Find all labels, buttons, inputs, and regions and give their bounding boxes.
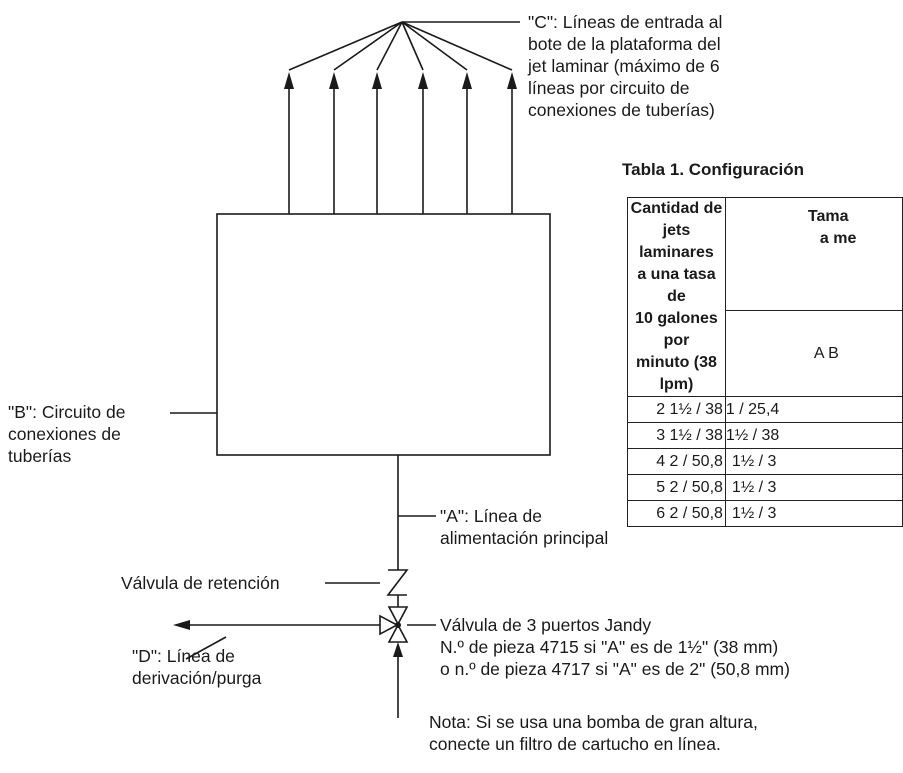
table-row: 5 2 / 50,8 1½ / 3 [627,474,903,501]
table-row: 3 1½ / 38 1½ / 38 [627,422,903,449]
fan-line-1 [288,21,403,71]
valve-center-dot [395,622,401,628]
table-subheader-ab: A B [724,310,903,397]
table-header-jet-count: Cantidad de jets laminares a una tasa de… [627,197,726,397]
check-valve-symbol [386,569,409,596]
table-row: 2 1½ / 38 1 / 25,4 [627,396,903,423]
valve-top-triangle [387,606,409,626]
fan-line-6 [401,21,513,71]
arrow-head-4 [418,72,428,89]
arrow-head-5 [462,72,472,89]
arrow-head-2 [329,72,339,89]
arrow-head-1 [284,72,294,89]
table-row: 6 2 / 50,8 1½ / 3 [627,500,903,527]
label-check-valve: Válvula de retención [121,573,280,593]
label-a-main-line: "A": Línea de alimentación principal [440,506,609,548]
arrow-head-6 [507,72,517,89]
label-b-manifold: "B": Circuito de conexiones de tuberías [8,402,126,466]
table-header-size: Tama a me [724,196,903,312]
label-d-bypass-line: "D": Línea de derivación/purga [132,646,262,688]
fan-line-2 [333,21,403,71]
fan-line-4 [401,21,424,71]
configuration-table: Cantidad de jets laminares a una tasa de… [627,196,903,527]
table-title: Tabla 1. Configuración [622,160,804,179]
label-note: Nota: Si se usa una bomba de gran altura… [429,712,758,754]
fan-line-5 [401,21,468,71]
d-leader-line [185,636,227,660]
label-3-port-valve: Válvula de 3 puertos Jandy N.º de pieza … [440,615,790,679]
inlet-arrow-head [393,642,403,657]
fan-line-3 [376,21,403,71]
table-row: 4 2 / 50,8 1½ / 3 [627,448,903,475]
manifold-box [216,213,551,456]
arrow-head-3 [372,72,382,89]
bypass-arrow-head [173,620,190,630]
label-c-inlet-lines: "C": Líneas de entrada al bote de la pla… [528,12,723,120]
